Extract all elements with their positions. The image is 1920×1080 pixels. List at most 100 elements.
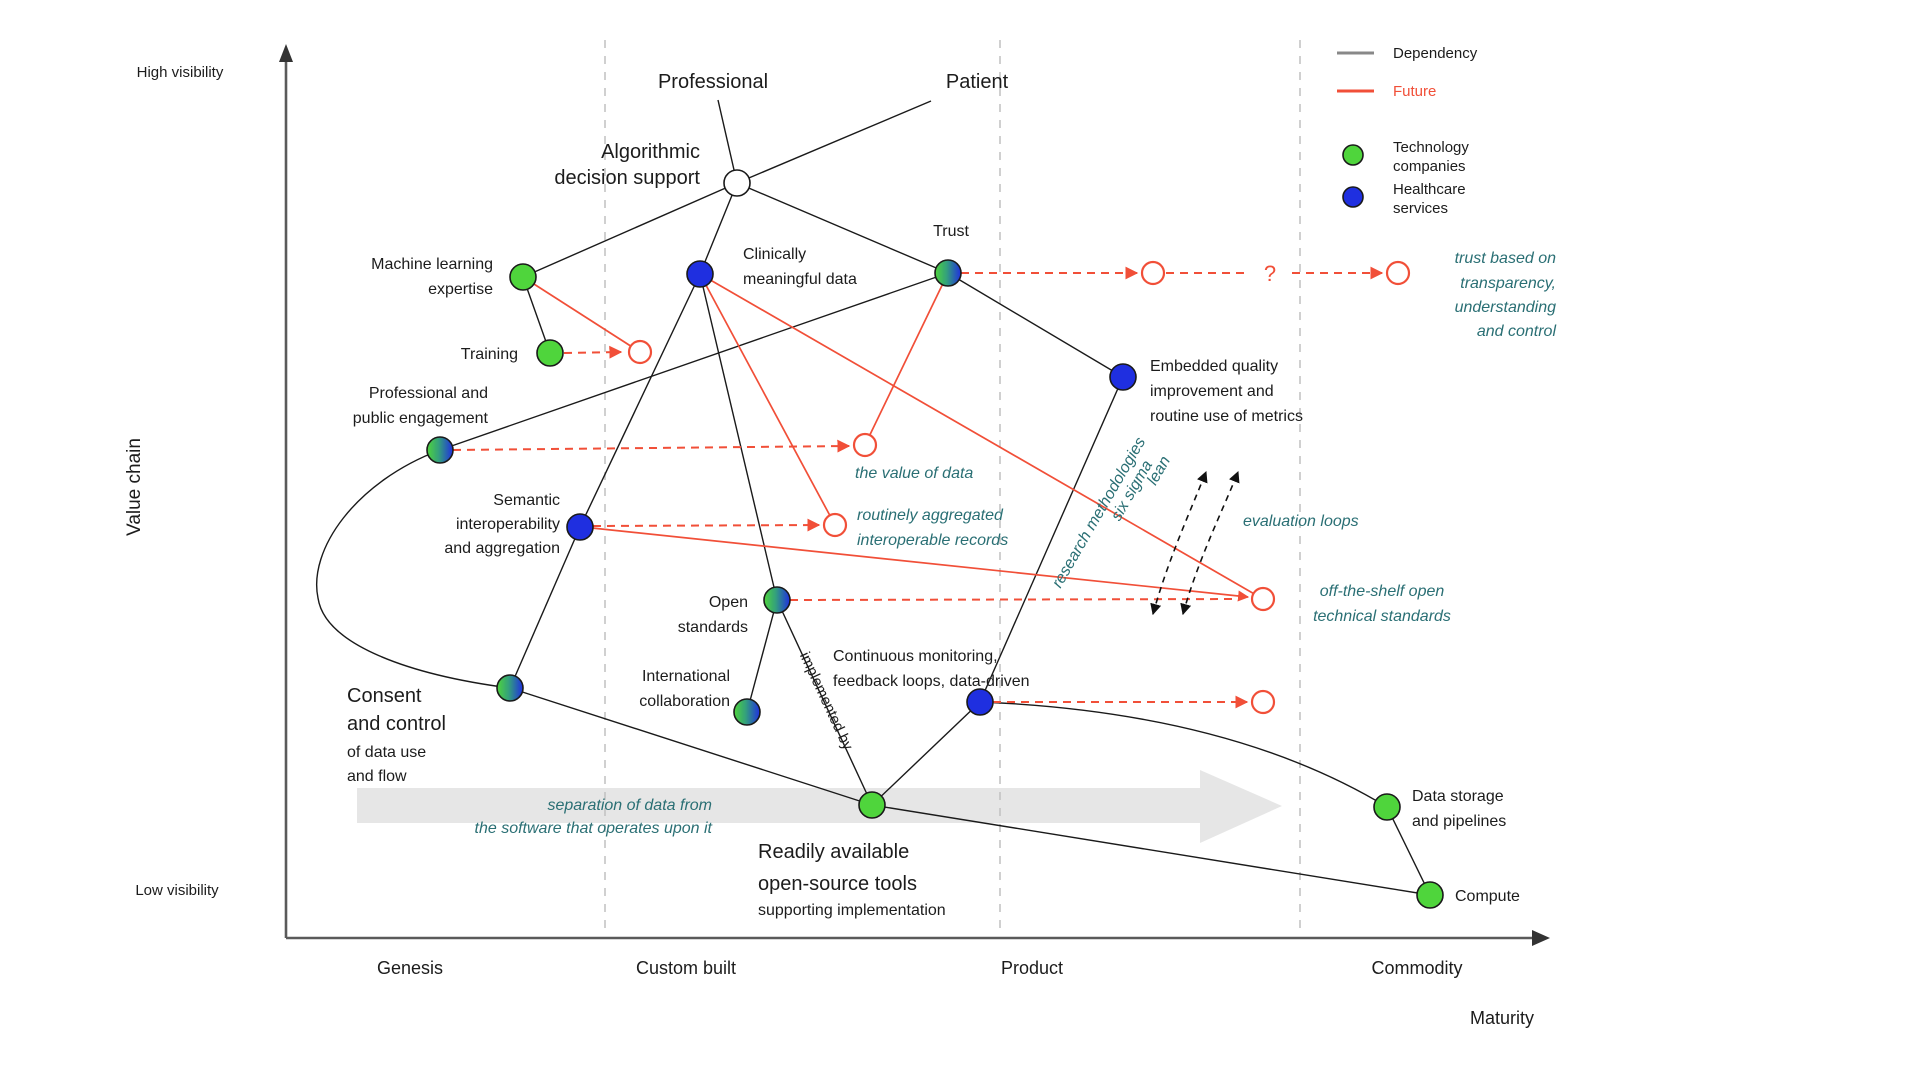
label-readily-1: Readily available xyxy=(758,841,909,863)
label-ppe-2: public engagement xyxy=(353,410,489,427)
label-consent-3: of data use xyxy=(347,744,426,761)
node-trust xyxy=(934,259,962,287)
node-open-standards xyxy=(763,586,791,614)
edge-ppe-trust xyxy=(439,272,949,451)
node-training xyxy=(536,339,564,367)
edge-cmd-semantic xyxy=(579,273,701,528)
label-compute: Compute xyxy=(1455,888,1520,905)
stage-product: Product xyxy=(1001,958,1063,978)
label-ml-2: expertise xyxy=(428,281,493,298)
edge-ads-cmd xyxy=(699,182,738,275)
annotation-trust-future-2: transparency, xyxy=(1460,275,1556,292)
legend-healthcare-dot xyxy=(1342,186,1364,208)
annotation-trust-future-1: trust based on xyxy=(1455,250,1557,267)
legend-future-label: Future xyxy=(1393,83,1436,100)
y-axis-bottom-label: Low visibility xyxy=(135,882,219,899)
future-line-ml-training-node xyxy=(522,276,641,353)
label-embedded-2: improvement and xyxy=(1150,383,1274,400)
edge-embedded-continuous xyxy=(979,376,1124,703)
label-continuous-2: feedback loops, data-driven xyxy=(833,673,1030,690)
future-dash-training xyxy=(563,345,623,359)
edge-cmd-open-standards xyxy=(699,273,778,601)
edge-trust-embedded xyxy=(947,272,1124,378)
label-intl-2: collaboration xyxy=(639,693,730,710)
edge-curve-continuous-storage xyxy=(979,701,1388,808)
label-cmd-2: meaningful data xyxy=(743,271,857,288)
stage-genesis: Genesis xyxy=(377,958,443,978)
edge-continuous-readily xyxy=(871,701,981,806)
stage-custom-built: Custom built xyxy=(636,958,736,978)
future-node-trust-mid xyxy=(1140,260,1166,286)
node-consent-and-control xyxy=(496,674,524,702)
label-ml-1: Machine learning xyxy=(371,256,493,273)
edge-ads-trust xyxy=(736,182,949,274)
annotation-value-of-data: the value of data xyxy=(855,465,973,482)
label-cmd-1: Clinically xyxy=(743,246,806,263)
edge-professional-ads xyxy=(717,99,738,184)
edge-arc-ppe-consent xyxy=(316,449,511,689)
label-ppe-1: Professional and xyxy=(369,385,488,402)
node-semantic-interoperability xyxy=(566,513,594,541)
annotation-routinely-1: routinely aggregated xyxy=(857,507,1004,524)
future-node-value-of-data xyxy=(852,432,878,458)
legend-technology-label-1: Technology xyxy=(1393,139,1469,156)
x-axis-arrowhead xyxy=(1532,930,1550,946)
annotation-off-the-shelf-2: technical standards xyxy=(1313,608,1451,625)
future-dash-ppe-value-of-data xyxy=(452,439,851,453)
node-embedded-quality xyxy=(1109,363,1137,391)
future-node-routinely xyxy=(822,512,848,538)
future-node-continuous xyxy=(1250,689,1276,715)
label-readily-3: supporting implementation xyxy=(758,902,946,919)
evaluation-loop-arrow-1 xyxy=(1150,470,1208,616)
edge-consent-readily xyxy=(509,687,873,806)
label-consent-1: Consent xyxy=(347,685,422,707)
label-patient: Patient xyxy=(946,71,1009,93)
label-consent-2: and control xyxy=(347,713,446,735)
x-axis-title: Maturity xyxy=(1470,1008,1534,1028)
annotation-research-1: research methodologies xyxy=(1049,435,1149,591)
label-consent-4: and flow xyxy=(347,768,407,785)
future-node-off-the-shelf xyxy=(1250,586,1276,612)
y-axis-arrowhead xyxy=(279,44,293,62)
stage-commodity: Commodity xyxy=(1371,958,1462,978)
label-open-standards-2: standards xyxy=(678,619,748,636)
annotation-separation-1: separation of data from xyxy=(547,797,712,814)
node-international-collaboration xyxy=(733,698,761,726)
legend-technology-dot xyxy=(1342,144,1364,166)
label-data-storage-1: Data storage xyxy=(1412,788,1504,805)
label-embedded-3: routine use of metrics xyxy=(1150,408,1303,425)
label-embedded-1: Embedded quality xyxy=(1150,358,1278,375)
edge-readily-compute xyxy=(871,804,1431,896)
legend-technology-label-2: companies xyxy=(1393,158,1466,175)
edge-open-standards-readily xyxy=(776,599,873,806)
node-continuous-monitoring xyxy=(966,688,994,716)
node-professional-public-engagement xyxy=(426,436,454,464)
edge-open-standards-intl xyxy=(746,599,778,713)
future-node-training xyxy=(627,339,653,365)
edge-ads-ml xyxy=(522,182,738,278)
y-axis-title: Value chain xyxy=(124,438,145,536)
annotation-evaluation-loops: evaluation loops xyxy=(1243,513,1359,530)
node-clinically-meaningful-data xyxy=(686,260,714,288)
edge-patient-ads xyxy=(736,100,932,184)
label-trust: Trust xyxy=(933,223,969,240)
label-professional: Professional xyxy=(658,71,768,93)
label-ads-1: Algorithmic xyxy=(601,141,700,163)
node-data-storage xyxy=(1373,793,1401,821)
legend-healthcare-label-1: Healthcare xyxy=(1393,181,1466,198)
annotation-routinely-2: interoperable records xyxy=(857,532,1008,549)
annotation-trust-future-4: and control xyxy=(1477,323,1557,340)
future-node-trust-end xyxy=(1385,260,1411,286)
label-ads-2: decision support xyxy=(554,167,700,189)
label-continuous-1: Continuous monitoring, xyxy=(833,648,998,665)
future-line-cmd-routinely xyxy=(699,273,836,526)
label-intl-1: International xyxy=(642,668,730,685)
future-dash-open-standards-off-the-shelf xyxy=(789,598,1241,601)
label-semantic-2: interoperability xyxy=(456,516,560,533)
commoditisation-band-arrow xyxy=(357,770,1282,843)
edge-storage-compute xyxy=(1386,806,1431,896)
future-line-semantic-off-the-shelf xyxy=(591,527,1250,602)
future-line-cmd-off-the-shelf xyxy=(699,273,1264,600)
